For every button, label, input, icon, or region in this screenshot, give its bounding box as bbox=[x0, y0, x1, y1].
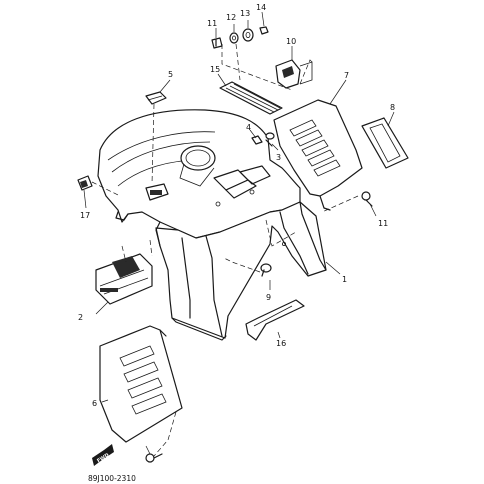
part-8-gasket bbox=[361, 117, 409, 169]
callout-5: 5 bbox=[168, 70, 173, 79]
part-17-clip bbox=[77, 175, 93, 191]
part-9-screw bbox=[260, 263, 272, 277]
alignment-dashes bbox=[91, 43, 359, 457]
fwd-arrow-icon: FWD bbox=[92, 444, 114, 466]
callout-2: 2 bbox=[78, 313, 83, 322]
part-15-plate bbox=[219, 81, 283, 115]
part-10-bracket bbox=[275, 59, 313, 89]
part-14-nut bbox=[259, 26, 269, 35]
callout-17: 17 bbox=[80, 211, 90, 220]
callout-13: 13 bbox=[240, 9, 250, 18]
part-11-screw-top bbox=[211, 37, 223, 49]
callout-9: 9 bbox=[266, 293, 271, 302]
part-3-grommet bbox=[265, 132, 275, 147]
part-11-screw-right bbox=[361, 191, 373, 207]
callout-16: 16 bbox=[276, 339, 286, 348]
callout-3: 3 bbox=[276, 153, 281, 162]
callout-4: 4 bbox=[246, 123, 251, 132]
part-16-seal bbox=[245, 299, 305, 341]
leader-lines bbox=[83, 11, 395, 455]
callout-1: 1 bbox=[342, 275, 347, 284]
callout-7: 7 bbox=[344, 71, 349, 80]
callout-11-top: 11 bbox=[207, 19, 217, 28]
part-6-left-side-cover bbox=[99, 325, 183, 443]
callout-6: 6 bbox=[92, 399, 97, 408]
part-2-switch-panel bbox=[95, 253, 153, 305]
callout-8: 8 bbox=[390, 103, 395, 112]
callout-15: 15 bbox=[210, 65, 220, 74]
callout-numbers: 11 12 13 14 10 5 15 7 8 4 3 17 11 1 9 2 … bbox=[78, 3, 395, 408]
part-4-pin bbox=[251, 135, 263, 145]
callout-14: 14 bbox=[256, 3, 266, 12]
part-12-washer bbox=[229, 32, 239, 44]
part-5-clip bbox=[145, 91, 167, 105]
part-11-screw-bottom bbox=[145, 453, 163, 463]
part-1-leg-shield bbox=[97, 109, 327, 341]
callout-12: 12 bbox=[226, 13, 236, 22]
callout-10: 10 bbox=[286, 37, 296, 46]
drawing-code: 89J100-2310 bbox=[88, 474, 136, 483]
callout-11-right: 11 bbox=[378, 219, 388, 228]
part-13-collar bbox=[242, 28, 254, 42]
